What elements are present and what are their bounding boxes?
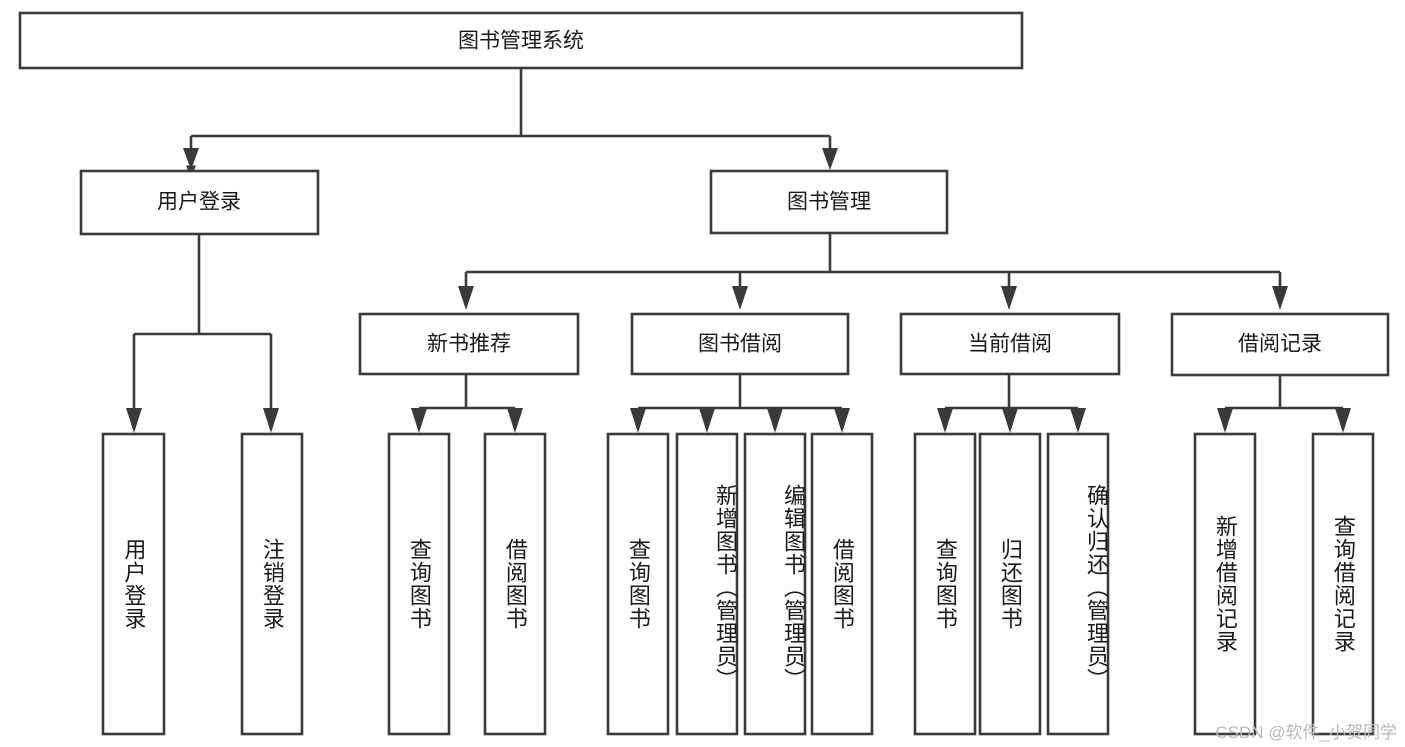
connector-user-login-to-leaves (126, 234, 279, 433)
arrow-head-leaf-query-record (1335, 408, 1351, 433)
leaf-box-borrow-book-1[interactable] (483, 432, 547, 736)
leaf-box-borrow-book-2[interactable] (810, 432, 874, 736)
node-new-book-recommend-label: 新书推荐 (427, 333, 511, 356)
node-borrow-record-box[interactable] (1170, 312, 1390, 377)
node-new-book-recommend-box[interactable] (358, 312, 580, 376)
connector-root-to-level2 (183, 68, 838, 179)
leaf-box-query-book-3[interactable] (913, 432, 977, 736)
node-current-borrow[interactable]: 当前借阅 (899, 312, 1121, 376)
arrow-head-user-login (183, 148, 199, 170)
arrow-head-borrow-record (1272, 286, 1288, 310)
node-book-manage-label: 图书管理 (787, 191, 871, 214)
arrow-head-leaf-return-book (1002, 408, 1018, 433)
node-borrow-record-label: 借阅记录 (1238, 333, 1322, 356)
arrow-head-new-book (458, 286, 474, 310)
node-current-borrow-box[interactable] (899, 312, 1121, 376)
leaf-boxes (101, 432, 1375, 736)
watermark: CSDN @软件_小贺同学 (1215, 723, 1397, 742)
leaf-box-user-login[interactable] (101, 432, 166, 736)
arrow-head-leaf-query-book-2 (630, 408, 646, 433)
node-book-borrow[interactable]: 图书借阅 (630, 312, 850, 376)
node-root[interactable]: 图书管理系统 (18, 11, 1024, 70)
leaf-box-edit-book[interactable] (743, 432, 807, 736)
node-book-manage[interactable]: 图书管理 (709, 169, 949, 235)
arrow-head-leaf-borrow-book-1 (507, 408, 523, 433)
arrow-head-leaf-add-book (699, 408, 715, 433)
connector-current-borrow-to-leaves (937, 374, 1086, 433)
connector-new-book-to-leaves (411, 374, 523, 433)
node-book-borrow-box[interactable] (630, 312, 850, 376)
arrow-head-leaf-confirm-return (1070, 408, 1086, 433)
arrow-head-book-manage (822, 148, 838, 170)
leaf-box-return-book[interactable] (978, 432, 1042, 736)
connector-book-manage-to-level3 (458, 233, 1288, 310)
arrow-head-leaf-logout (263, 408, 279, 433)
leaf-box-add-book[interactable] (675, 432, 739, 736)
leaf-box-confirm-return[interactable] (1046, 432, 1110, 736)
leaf-box-add-record[interactable] (1193, 432, 1257, 736)
node-root-label: 图书管理系统 (458, 30, 584, 53)
node-current-borrow-label: 当前借阅 (968, 333, 1052, 356)
arrow-head-leaf-edit-book (767, 408, 783, 433)
connector-book-borrow-to-leaves (630, 374, 850, 433)
arrow-head-current-borrow (1001, 286, 1017, 310)
connector-borrow-record-to-leaves (1217, 375, 1351, 433)
node-book-borrow-label: 图书借阅 (698, 333, 782, 356)
node-root-box[interactable] (18, 11, 1024, 70)
leaf-box-query-book-1[interactable] (387, 432, 451, 736)
arrow-head-leaf-add-record (1217, 408, 1233, 433)
arrow-head-leaf-user-login (126, 408, 142, 433)
arrow-head-leaf-query-book-1 (411, 408, 427, 433)
node-user-login[interactable]: 用户登录 (79, 169, 320, 236)
node-borrow-record[interactable]: 借阅记录 (1170, 312, 1390, 377)
leaf-box-query-book-2[interactable] (606, 432, 670, 736)
arrow-head-book-borrow (732, 286, 748, 310)
arrow-head-leaf-borrow-book-2 (834, 408, 850, 433)
leaf-box-query-record[interactable] (1311, 432, 1375, 736)
node-user-login-box[interactable] (79, 169, 320, 236)
node-book-manage-box[interactable] (709, 169, 949, 235)
node-new-book-recommend[interactable]: 新书推荐 (358, 312, 580, 376)
arrow-head-leaf-query-book-3 (937, 408, 953, 433)
leaf-box-logout[interactable] (240, 432, 304, 736)
node-user-login-label: 用户登录 (157, 191, 241, 214)
